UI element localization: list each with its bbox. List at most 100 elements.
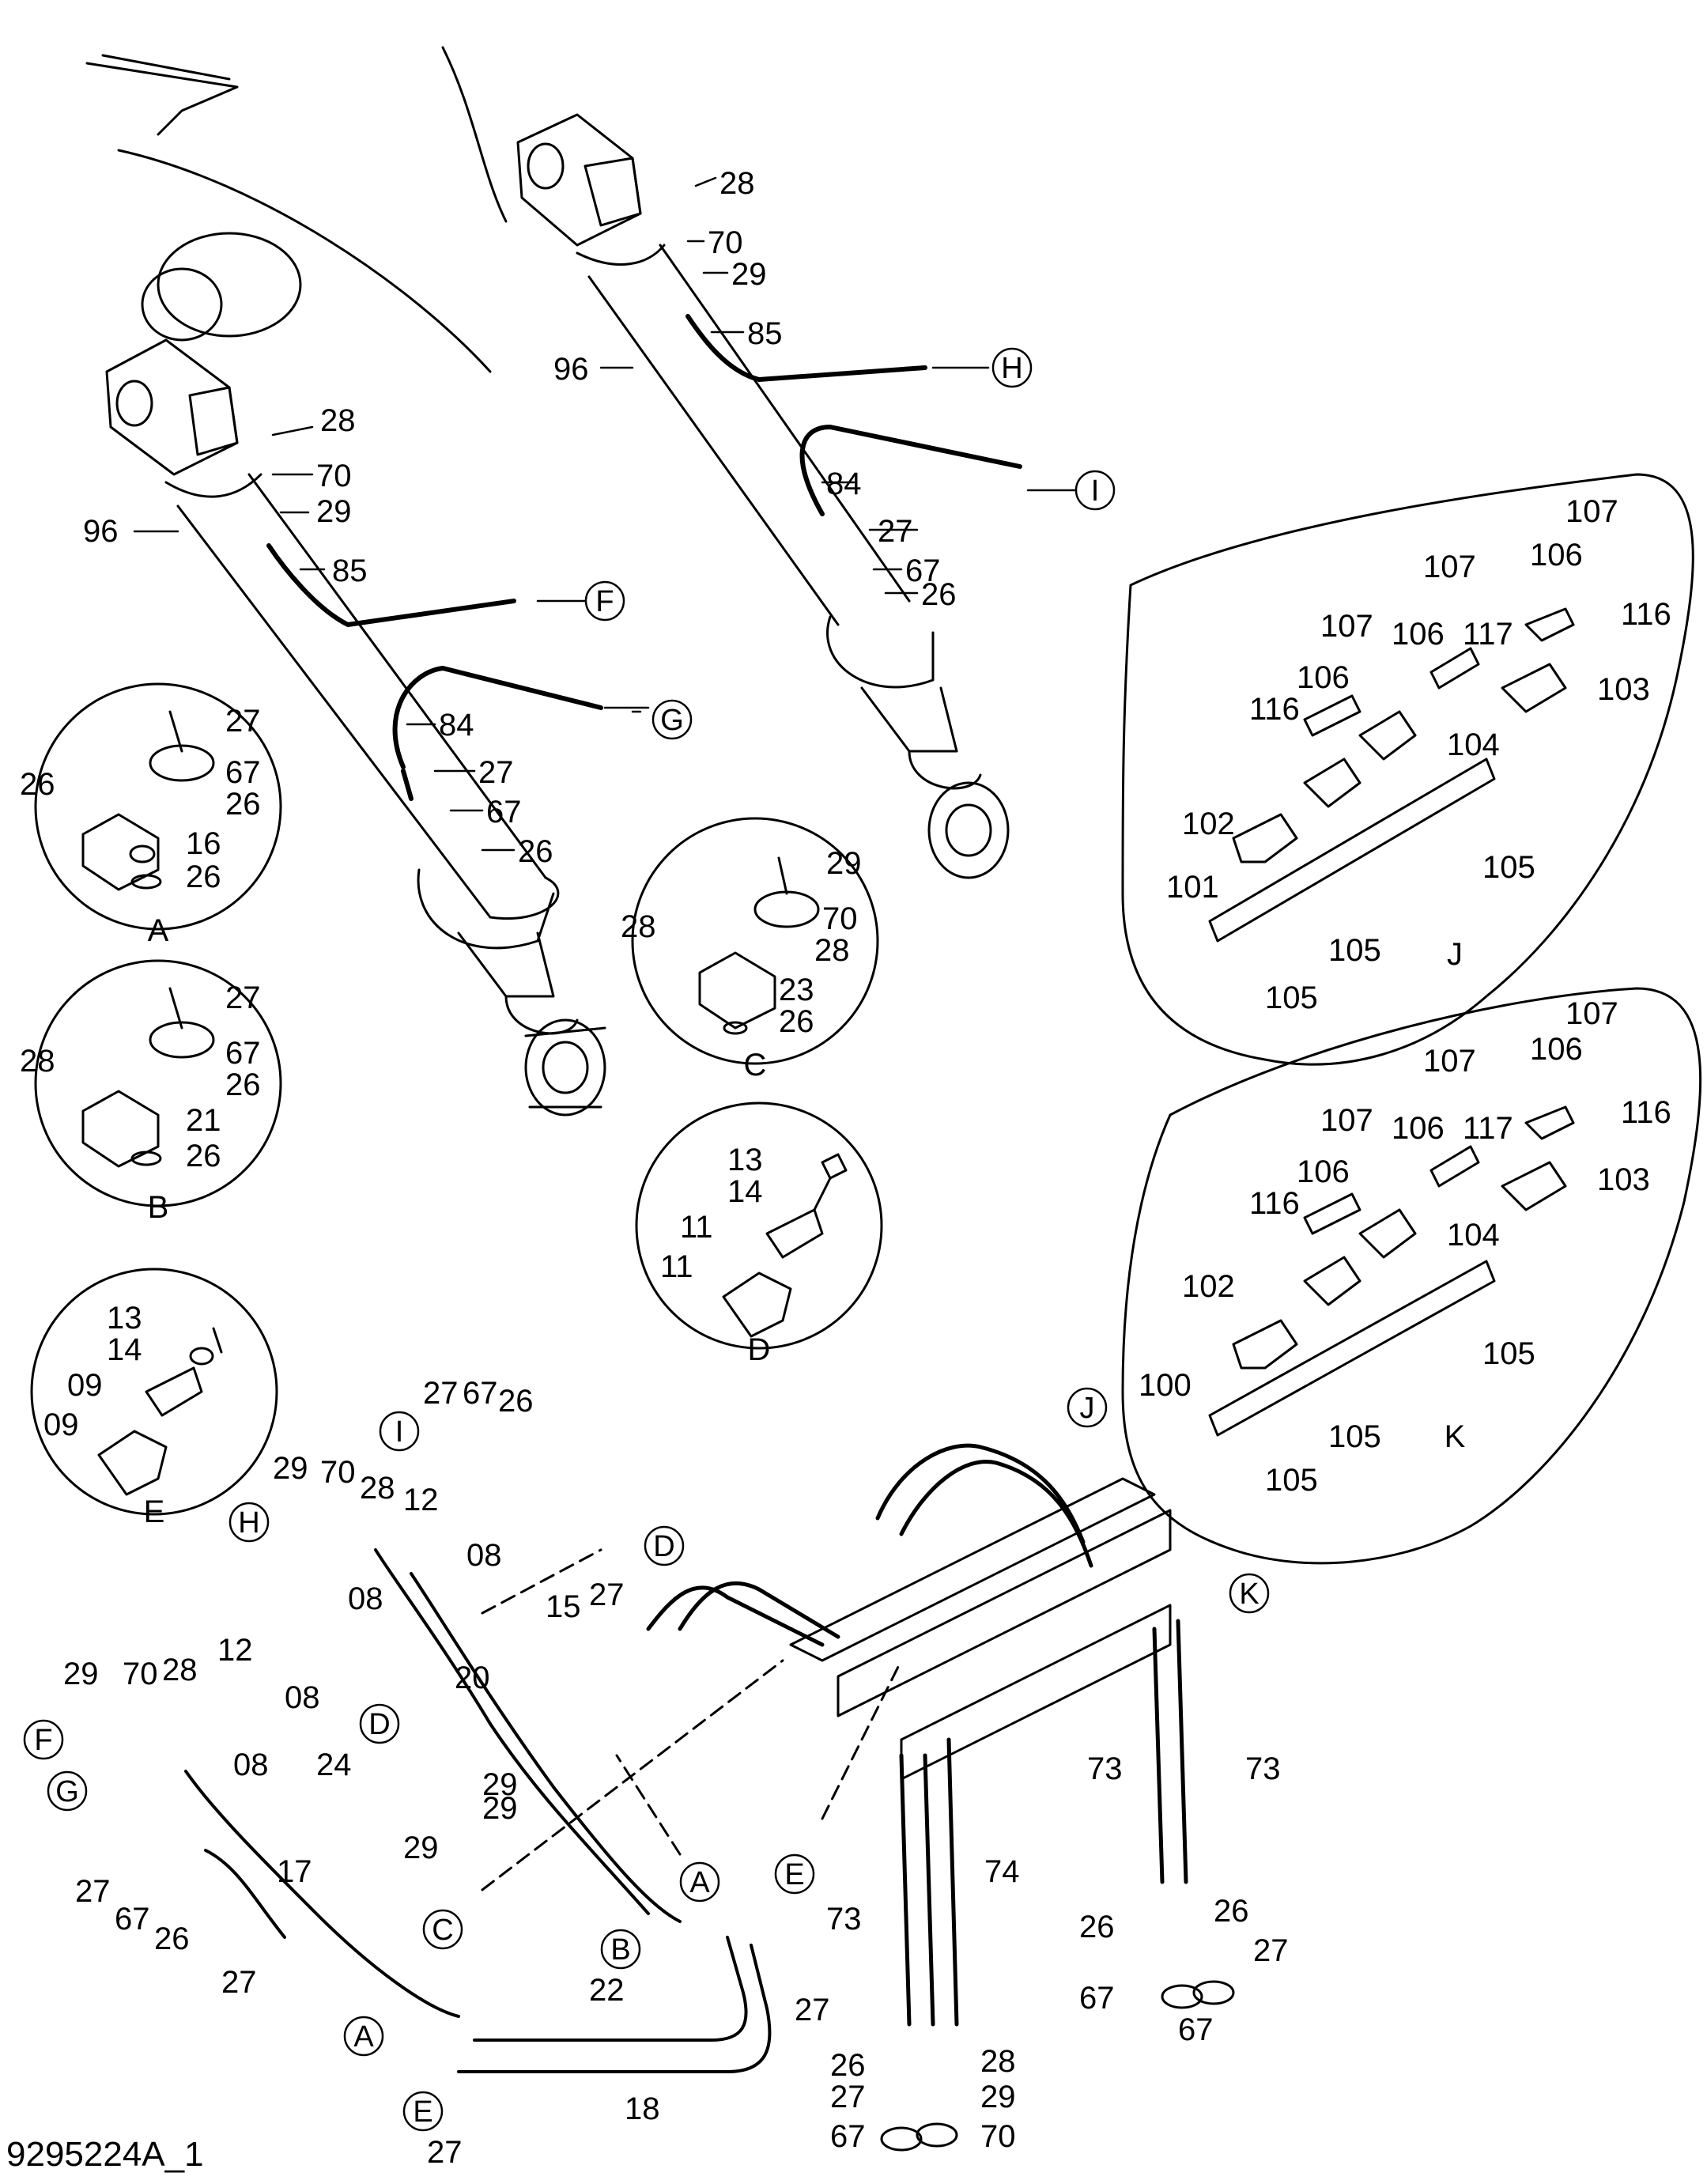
left-boom-cylinder (105, 338, 606, 1117)
ref-a-lower-2: A (353, 2020, 374, 2054)
detail-e-parts (97, 1327, 223, 1496)
right-boom-cylinder (516, 113, 1022, 879)
k-part-106: 106 (1530, 1032, 1583, 1067)
k-part-107b: 107 (1423, 1044, 1476, 1079)
k-part-104: 100 (1139, 1368, 1192, 1403)
detail-label-b: B (148, 1190, 169, 1225)
fit-part-27b: 27 (830, 2080, 866, 2114)
ref-h-lower: H (238, 1506, 259, 1540)
ref-k-lower: K (1239, 1578, 1259, 1611)
detail-outline-k (1121, 987, 1702, 1565)
low-part-29c: 29 (482, 1791, 518, 1826)
part-85: 85 (332, 554, 368, 588)
j-part-105: 105 (1482, 850, 1535, 885)
c-part-29: 29 (826, 846, 862, 881)
detail-c-parts (698, 856, 820, 1035)
part-29-r: 29 (731, 257, 767, 292)
a-part-26c: 26 (186, 860, 221, 894)
detail-circle-b (34, 959, 282, 1207)
fit-part-27: 27 (1253, 1933, 1289, 1968)
low-part-22: 22 (589, 1973, 625, 2008)
low-part-24: 24 (316, 1748, 352, 1782)
part-70-r: 70 (708, 225, 743, 260)
low-part-27b: 27 (589, 1578, 625, 1612)
fit-part-29: 29 (980, 2080, 1016, 2114)
hose-part-73: 73 (1087, 1751, 1123, 1786)
part-67: 67 (486, 795, 522, 829)
ref-g-lower: G (55, 1775, 79, 1808)
ref-e-lower: E (784, 1858, 804, 1891)
ref-g: G (660, 704, 684, 737)
ref-d-lower-2: D (368, 1708, 390, 1741)
ref-h: H (1001, 352, 1022, 385)
low-part-18: 17 (277, 1854, 312, 1889)
d-part-14: 14 (727, 1174, 763, 1209)
j-part-103: 101 (1166, 870, 1219, 905)
part-29: 29 (316, 494, 352, 529)
j-part-116: 116 (1621, 597, 1671, 632)
c-part-23: 23 (779, 973, 814, 1007)
k-part-106c: 106 (1297, 1154, 1350, 1189)
e-part-09: 09 (67, 1368, 103, 1403)
j-part-105b: 105 (1328, 933, 1381, 968)
leader-lines (133, 176, 1077, 852)
drawing-id: 9295224A_1 (6, 2135, 204, 2174)
piping-assembly (184, 1443, 1235, 2152)
part-26: 26 (518, 834, 553, 869)
a-part-67: 67 (225, 755, 261, 790)
low-part-67b: 67 (115, 1902, 150, 1937)
detail-circle-d (635, 1101, 883, 1350)
fit-part-67: 67 (1079, 1981, 1115, 2016)
detail-d-parts (722, 1153, 848, 1338)
d-part-11: 11 (680, 1210, 713, 1245)
detail-label-k: K (1445, 1419, 1466, 1454)
low-part-27e: 27 (795, 1993, 830, 2027)
low-part-27: 27 (423, 1376, 459, 1411)
ref-b-lower: B (610, 1933, 630, 1967)
low-part-27f: 27 (427, 2135, 463, 2170)
c-part-28b: 28 (814, 933, 850, 968)
a-part-26b: 26 (225, 787, 261, 822)
ref-e-lower-2: E (413, 2095, 432, 2129)
low-part-08b: 08 (348, 1581, 383, 1616)
low-part-70: 70 (320, 1455, 356, 1490)
boom-outline (85, 46, 508, 373)
part-96-r: 96 (553, 352, 589, 387)
low-part-29d: 29 (482, 1767, 518, 1802)
fit-part-67c: 67 (830, 2119, 866, 2154)
part-96: 96 (83, 514, 119, 549)
ref-f: F (595, 585, 614, 618)
low-part-15: 15 (546, 1589, 581, 1624)
c-part-28: 28 (621, 909, 656, 944)
j-part-107: 107 (1565, 494, 1618, 529)
k-part-102: 104 (1447, 1218, 1500, 1253)
j-part-101: 103 (1597, 672, 1650, 707)
detail-label-j: J (1447, 937, 1463, 972)
low-part-08: 08 (466, 1538, 502, 1573)
detail-circle-a (34, 682, 282, 931)
k-part-107c: 107 (1320, 1103, 1373, 1138)
c-part-26: 26 (779, 1004, 814, 1039)
part-67-r: 67 (905, 554, 941, 588)
part-70: 70 (316, 459, 352, 493)
k-part-105b: 105 (1328, 1419, 1381, 1454)
k-part-116: 116 (1621, 1095, 1671, 1130)
detail-circle-e (30, 1268, 278, 1516)
detail-label-c: C (744, 1048, 767, 1083)
j-part-106b: 106 (1392, 617, 1445, 652)
fit-part-26: 26 (1214, 1894, 1249, 1929)
e-part-13: 13 (107, 1301, 142, 1336)
low-part-12: 12 (403, 1483, 439, 1517)
callout-circles (23, 347, 1270, 2132)
b-part-67: 67 (225, 1036, 261, 1071)
b-part-26b: 26 (186, 1139, 221, 1173)
hose-part-74: 74 (984, 1854, 1020, 1889)
low-part-08c: 08 (285, 1680, 320, 1715)
low-part-27d: 27 (221, 1965, 257, 2000)
part-84-r: 84 (826, 467, 862, 501)
ref-c-lower: C (432, 1914, 453, 1947)
clamp-assembly-k (1208, 1105, 1575, 1437)
detail-label-e: E (144, 1494, 165, 1529)
low-part-28: 28 (360, 1471, 395, 1506)
clamp-assembly-j (1208, 607, 1575, 943)
